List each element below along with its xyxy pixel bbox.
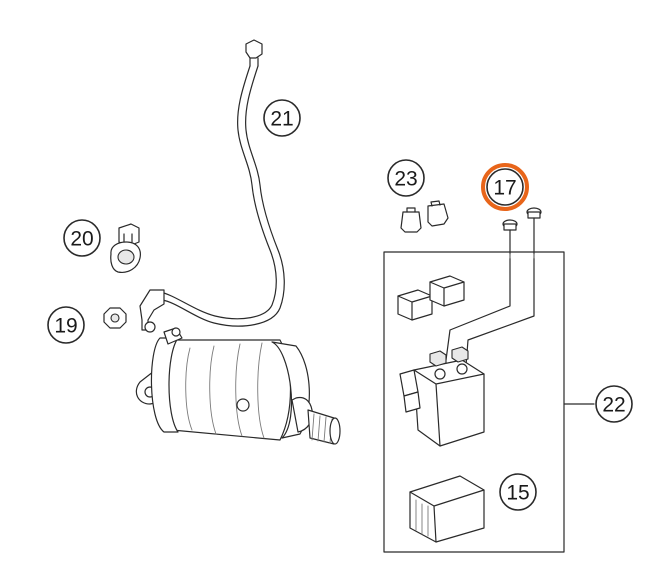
starter-relay <box>399 346 485 447</box>
callout-15: 15 <box>499 473 537 511</box>
relay-group-bracket <box>383 251 595 553</box>
callout-21: 21 <box>263 99 301 137</box>
callout-20: 20 <box>63 219 101 257</box>
highlight-ring <box>481 163 529 211</box>
svg-text:22: 22 <box>602 394 625 417</box>
callout-17: 17 <box>481 163 529 211</box>
svg-text:20: 20 <box>70 228 93 251</box>
svg-text:21: 21 <box>270 108 293 131</box>
screws <box>502 207 542 255</box>
callout-19: 19 <box>47 306 85 344</box>
starter-motor <box>135 327 341 445</box>
callout-23: 23 <box>387 159 425 197</box>
relay-cover <box>409 475 485 543</box>
cable-clamp <box>110 223 141 273</box>
svg-text:15: 15 <box>506 482 529 505</box>
clips <box>400 200 449 233</box>
nut <box>103 307 127 329</box>
fuse-caps <box>397 275 465 321</box>
svg-text:23: 23 <box>394 168 417 191</box>
starter-cable <box>139 39 285 333</box>
svg-text:17: 17 <box>493 177 516 200</box>
callout-22: 22 <box>595 385 633 423</box>
svg-text:19: 19 <box>54 315 77 338</box>
